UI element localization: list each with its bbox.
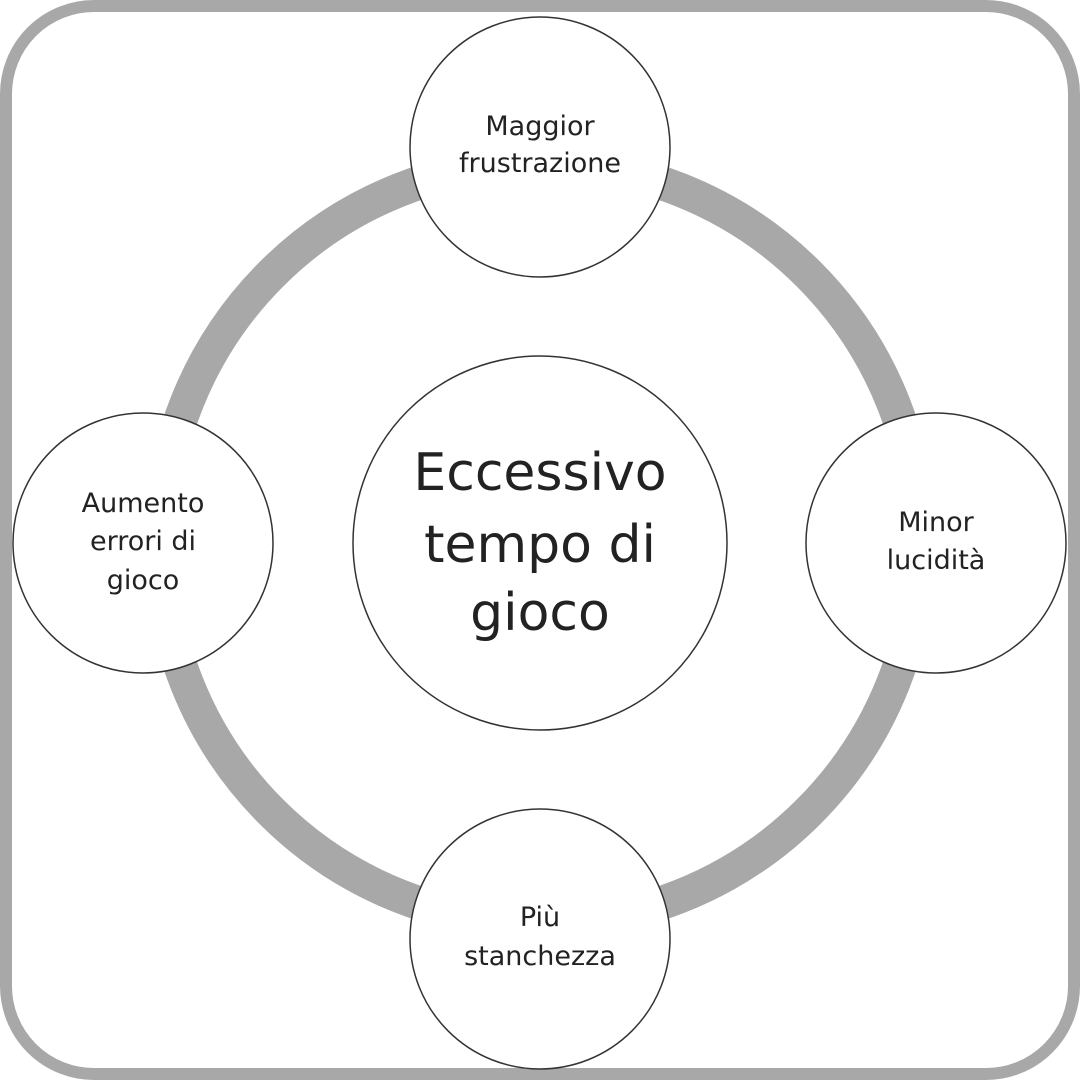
node-bottom: Più stanchezza bbox=[409, 808, 671, 1070]
center-node-line-2: tempo di bbox=[424, 515, 656, 575]
node-bottom-line-2: stanchezza bbox=[464, 941, 616, 972]
center-node-circle bbox=[352, 355, 728, 731]
center-node: Eccessivo tempo di gioco bbox=[352, 355, 728, 731]
node-top: Maggior frustrazione bbox=[409, 16, 671, 278]
node-left: Aumento errori di gioco bbox=[12, 412, 274, 674]
node-right: Minor lucidità bbox=[805, 412, 1067, 674]
node-bottom-line-1: Più bbox=[520, 902, 560, 933]
node-left-line-1: Aumento bbox=[82, 488, 205, 519]
node-right-line-1: Minor bbox=[898, 507, 974, 538]
node-top-line-2: frustrazione bbox=[459, 148, 621, 179]
node-bottom-circle bbox=[409, 808, 671, 1070]
node-top-circle bbox=[409, 16, 671, 278]
center-node-line-1: Eccessivo bbox=[413, 443, 666, 503]
node-left-circle bbox=[12, 412, 274, 674]
node-top-line-1: Maggior bbox=[485, 111, 595, 142]
center-node-line-3: gioco bbox=[470, 583, 610, 643]
node-left-line-3: gioco bbox=[107, 565, 180, 596]
node-left-line-2: errori di bbox=[90, 526, 196, 557]
node-right-line-2: lucidità bbox=[887, 545, 986, 576]
node-right-circle bbox=[805, 412, 1067, 674]
